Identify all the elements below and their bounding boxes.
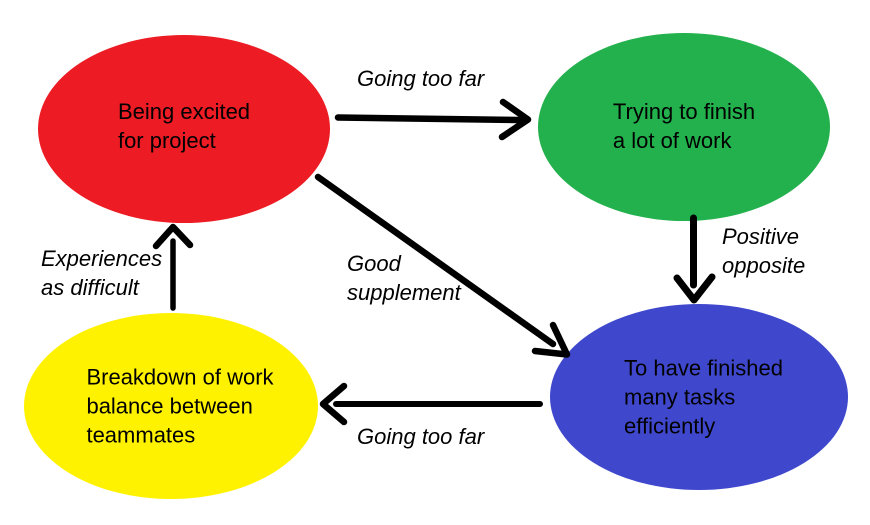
edge-label-positive-opposite: Positive opposite xyxy=(722,224,806,278)
edge-label-going-too-far-bottom: Going too far xyxy=(357,424,485,449)
arrow-breakdown-to-excited xyxy=(152,223,194,311)
arrow-trying-to-finished xyxy=(673,214,716,304)
edge-label-good-supplement: Good supplement xyxy=(347,251,461,305)
node-label-trying-to-finish: Trying to finish a lot of work xyxy=(612,99,756,153)
node-label-breakdown-of-work: Breakdown of work balance between teamma… xyxy=(86,364,274,448)
node-being-excited xyxy=(38,35,330,223)
node-finished-many-tasks xyxy=(550,304,848,490)
arrow-finished-to-breakdown xyxy=(319,382,543,426)
edge-label-experiences-as-difficult: Experiences as difficult xyxy=(41,246,163,300)
node-breakdown-of-work xyxy=(24,313,318,499)
arrow-excited-to-trying xyxy=(334,98,532,141)
node-label-being-excited: Being excited for project xyxy=(117,99,251,153)
node-trying-to-finish xyxy=(538,33,830,221)
node-label-finished-many-tasks: To have finished many tasks efficiently xyxy=(624,355,783,439)
arrow-excited-to-finished xyxy=(314,173,571,358)
edge-label-going-too-far-top: Going too far xyxy=(357,66,485,91)
